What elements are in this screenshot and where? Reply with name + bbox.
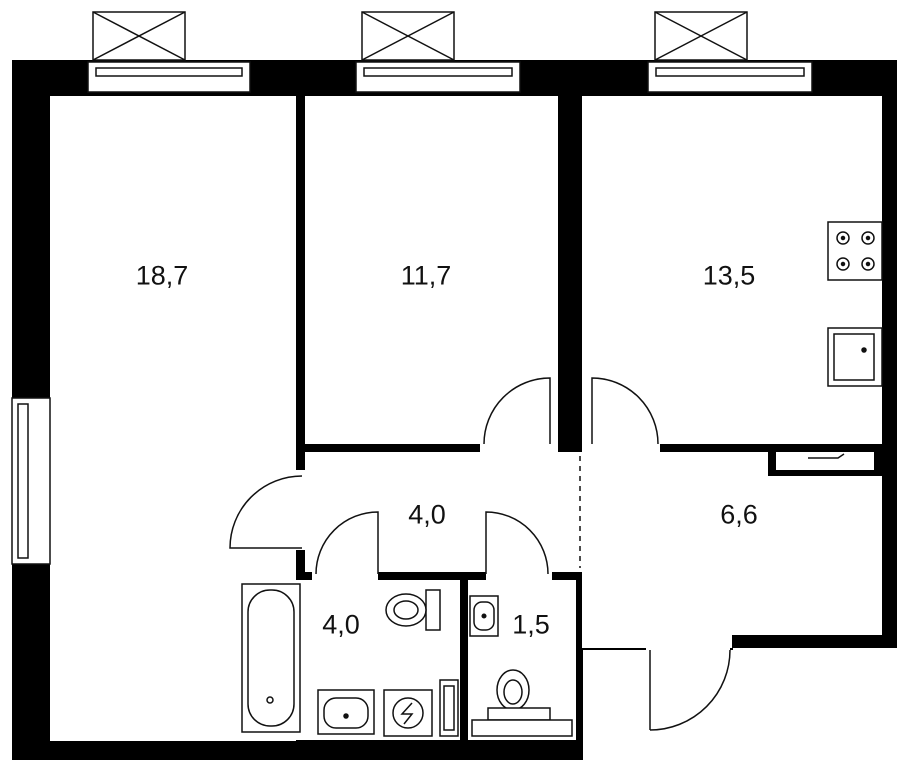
outside-cutout [583,648,910,767]
room-area-wc: 1,5 [512,609,550,640]
door-gap-corridor-hall [558,452,584,572]
wc-toilet-icon [471,669,573,737]
stove-icon [827,221,883,281]
top-windows [87,11,813,93]
room-middle-floor [305,96,558,444]
shelf-sink-mark [808,453,845,459]
left-window [11,397,51,565]
wc-sink-icon [469,595,499,637]
room-area-middle: 11,7 [400,260,452,291]
room-area-corridor: 4,0 [408,499,446,530]
door-gap-wc [486,568,552,582]
room-area-left: 18,7 [135,260,189,291]
door-gap-kitchen [582,440,660,454]
left-room-opening [296,470,308,550]
room-area-hall: 6,6 [720,499,758,530]
corridor-floor [305,452,582,572]
bathroom-toilet-icon [385,589,441,631]
bathtub-icon [241,583,301,733]
bathroom-cabinet-icon [439,679,459,737]
room-area-kitchen: 13,5 [702,260,756,291]
door-gap-entry [646,632,730,652]
door-gap-bath [312,568,378,582]
bathroom-sink-icon [317,689,375,735]
door-gap-middle [480,440,558,454]
room-area-bathroom: 4,0 [322,609,360,640]
kitchen-shelf [776,452,874,470]
kitchen-sink-icon [827,327,883,387]
door-swings [229,377,731,731]
washing-machine-icon [383,689,433,737]
